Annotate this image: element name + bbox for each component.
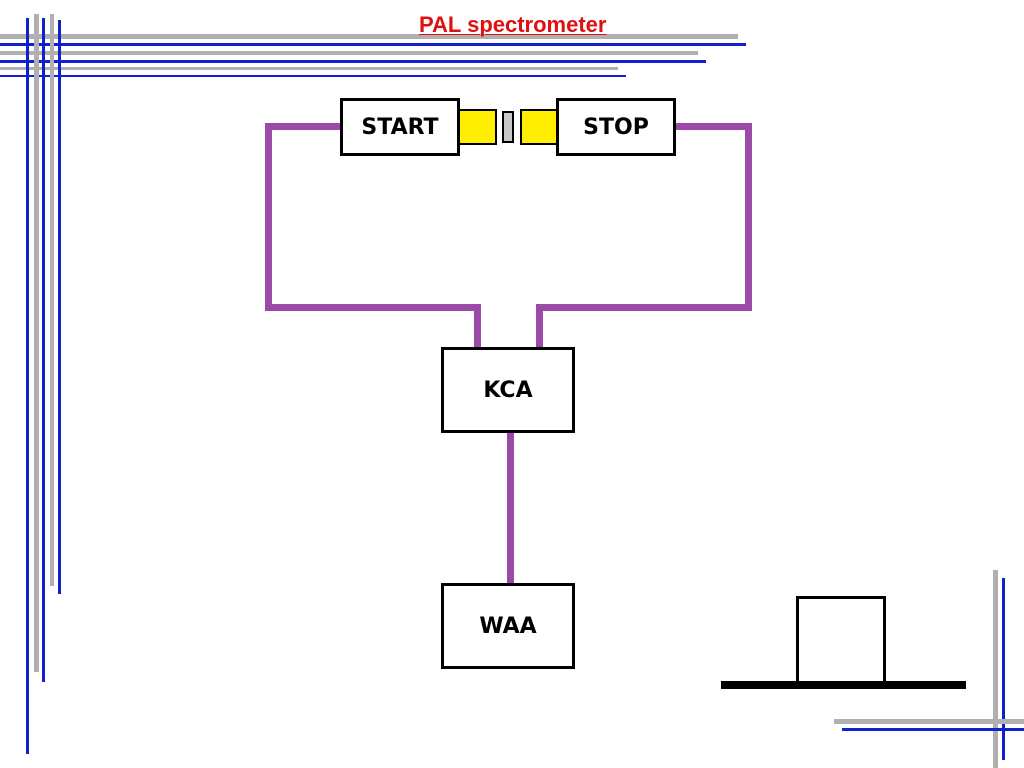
frame-vline-gray-br (993, 570, 998, 768)
waa-label: WAA (479, 613, 537, 639)
stop-detector-crystal (520, 109, 560, 145)
frame-line-gray-mid (0, 51, 698, 55)
frame-vline-gray-2 (50, 14, 54, 586)
wire-right-drop (536, 304, 543, 350)
frame-hline-blue-br (842, 728, 1024, 731)
start-label: START (361, 114, 439, 140)
frame-vline-blue-1 (26, 18, 29, 754)
frame-line-blue-top (0, 43, 746, 46)
frame-vline-gray-1 (34, 14, 39, 672)
frame-vline-blue-2 (42, 18, 45, 682)
wire-left-bottom (265, 304, 481, 311)
start-detector-crystal (457, 109, 497, 145)
wire-stop-horizontal (674, 123, 752, 130)
waa-box: WAA (441, 583, 575, 669)
frame-line-blue-mid (0, 60, 706, 63)
placeholder-square (796, 596, 886, 684)
source-sample (502, 111, 514, 143)
wire-right-vertical (745, 123, 752, 311)
page-title: PAL spectrometer (419, 12, 607, 37)
wire-left-vertical (265, 123, 272, 311)
kca-label: KCA (483, 377, 533, 403)
frame-vline-blue-br (1002, 578, 1005, 760)
placeholder-platform (721, 681, 966, 689)
stop-detector-box: STOP (556, 98, 676, 156)
start-detector-box: START (340, 98, 460, 156)
frame-line-gray-top (0, 34, 738, 39)
wire-left-drop (474, 304, 481, 350)
wire-kca-waa (507, 431, 514, 587)
stop-label: STOP (583, 114, 649, 140)
wire-right-bottom (536, 304, 752, 311)
frame-line-gray-low (0, 67, 618, 70)
frame-vline-blue-3 (58, 20, 61, 594)
wire-start-horizontal (265, 123, 343, 130)
frame-hline-gray-br (834, 719, 1024, 724)
frame-line-blue-low (0, 75, 626, 77)
kca-box: KCA (441, 347, 575, 433)
